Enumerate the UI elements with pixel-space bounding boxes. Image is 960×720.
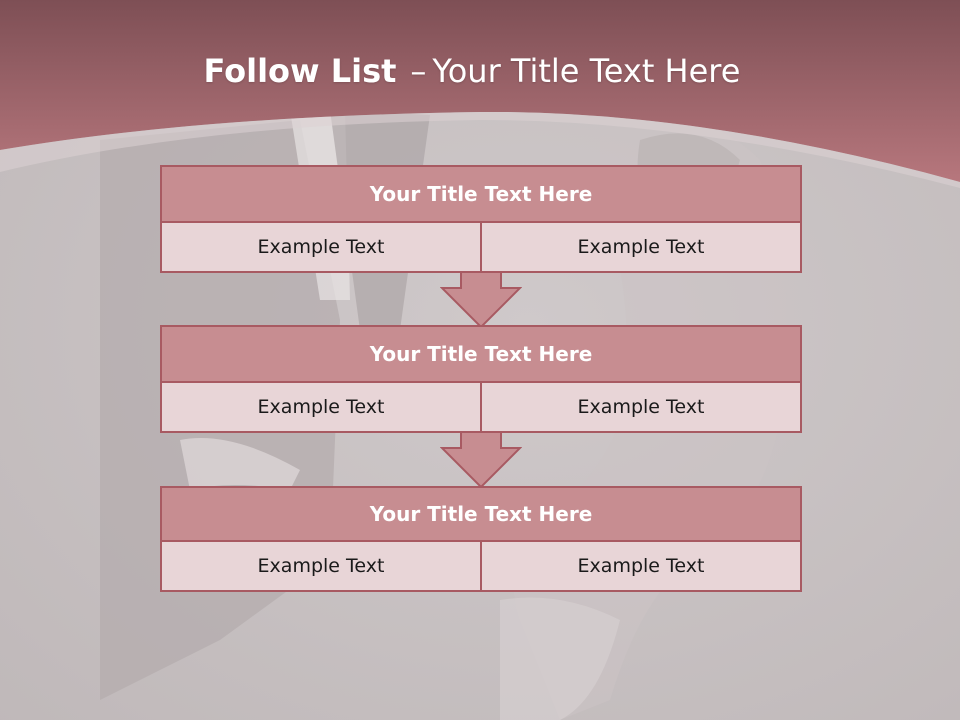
block-cell-right: Example Text <box>481 223 802 273</box>
list-block-3: Your Title Text Here Example Text Exampl… <box>160 486 802 592</box>
title-rest: Your Title Text Here <box>432 52 741 90</box>
block-cell-left: Example Text <box>160 542 481 592</box>
list-block-1: Your Title Text Here Example Text Exampl… <box>160 165 802 273</box>
block-cell-right: Example Text <box>481 542 802 592</box>
block-row: Example Text Example Text <box>160 383 802 433</box>
header-band <box>0 0 960 188</box>
title-separator: – <box>410 52 427 90</box>
down-arrow-icon <box>440 431 522 489</box>
block-title: Your Title Text Here <box>160 486 802 542</box>
block-cell-left: Example Text <box>160 383 481 433</box>
block-title: Your Title Text Here <box>160 325 802 383</box>
list-block-2: Your Title Text Here Example Text Exampl… <box>160 325 802 433</box>
down-arrow-icon <box>440 271 522 329</box>
block-cell-right: Example Text <box>481 383 802 433</box>
block-cell-left: Example Text <box>160 223 481 273</box>
slide-title: Follow List–Your Title Text Here <box>0 52 944 90</box>
block-row: Example Text Example Text <box>160 542 802 592</box>
block-row: Example Text Example Text <box>160 223 802 273</box>
title-bold: Follow List <box>203 52 397 90</box>
block-title: Your Title Text Here <box>160 165 802 223</box>
